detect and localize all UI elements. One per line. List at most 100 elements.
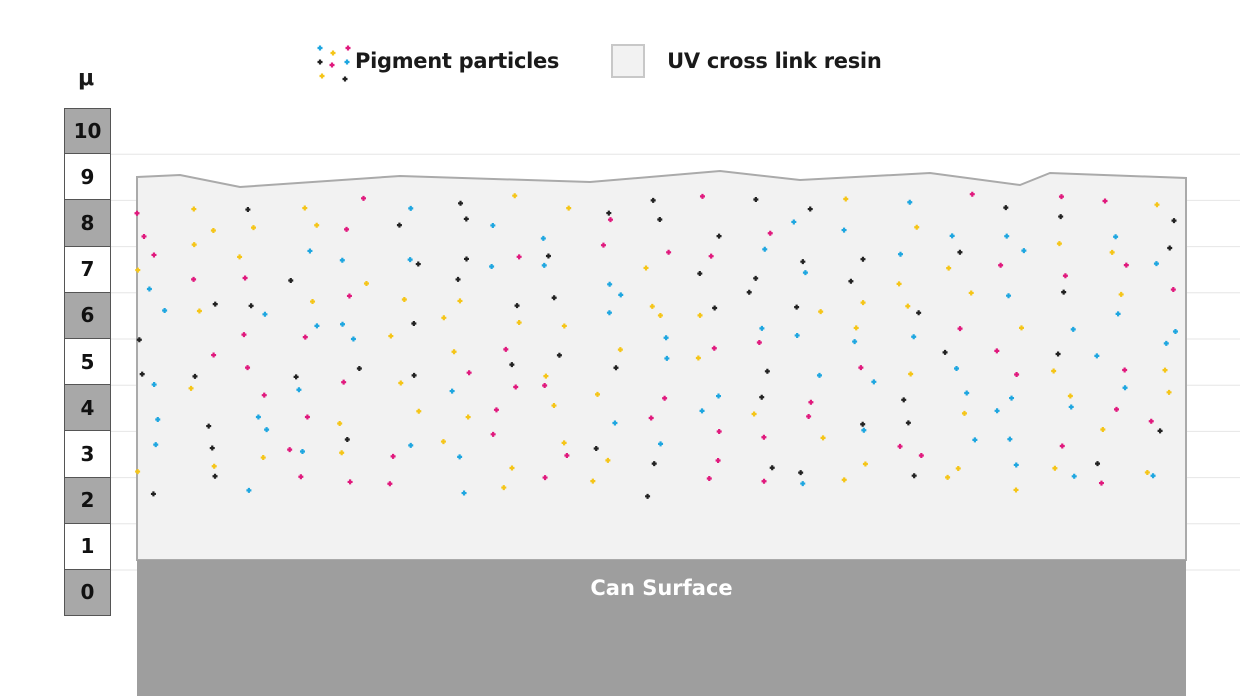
pigment-particle	[716, 233, 722, 239]
pigment-particle	[1007, 436, 1013, 442]
pigment-particle	[807, 206, 813, 212]
pigment-particle	[708, 253, 714, 259]
pigment-particle	[955, 465, 961, 471]
scale-tick: 10	[64, 108, 111, 155]
pigment-particle	[1144, 469, 1150, 475]
pigment-particle	[153, 442, 159, 448]
pigment-particle	[1166, 389, 1172, 395]
pigment-particle	[949, 233, 955, 239]
pigment-particle	[339, 450, 345, 456]
pigment-particle	[545, 253, 551, 259]
pigment-particle	[852, 339, 858, 345]
pigment-particle	[769, 465, 775, 471]
pigment-particle	[1071, 473, 1077, 479]
pigment-particle	[664, 355, 670, 361]
pigment-particle	[350, 336, 356, 342]
pigment-particle	[905, 420, 911, 426]
pigment-particle	[716, 429, 722, 435]
pigment-particle	[1004, 233, 1010, 239]
pigment-particle	[1006, 293, 1012, 299]
pigment-particle	[212, 301, 218, 307]
pigment-particle	[344, 437, 350, 443]
pigment-particle	[767, 230, 773, 236]
pigment-particle	[946, 265, 952, 271]
scale-tick: 7	[64, 246, 111, 293]
pigment-particle	[699, 193, 705, 199]
pigment-particle	[916, 310, 922, 316]
pigment-particle	[543, 373, 549, 379]
pigment-particle	[1051, 368, 1057, 374]
pigment-particle	[761, 434, 767, 440]
scale-tick: 2	[64, 477, 111, 524]
pigment-particle	[761, 478, 767, 484]
pigment-particle	[212, 473, 218, 479]
pigment-particle	[794, 332, 800, 338]
pigment-particle	[329, 62, 335, 68]
pigment-particle	[1014, 371, 1020, 377]
pigment-particle	[139, 371, 145, 377]
pigment-particle	[440, 439, 446, 445]
pigment-particle	[1059, 443, 1065, 449]
pigment-particle	[816, 372, 822, 378]
pigment-particle	[911, 334, 917, 340]
pigment-particle	[957, 249, 963, 255]
pigment-particle	[994, 408, 1000, 414]
pigment-particle	[1172, 329, 1178, 335]
pigment-particle	[1067, 393, 1073, 399]
pigment-particle	[411, 372, 417, 378]
pigment-particle	[1070, 326, 1076, 332]
pigment-particle	[860, 256, 866, 262]
pigment-particle	[345, 45, 351, 51]
pigment-particle	[1062, 273, 1068, 279]
scale-tick: 0	[64, 569, 111, 617]
pigment-particle	[302, 334, 308, 340]
pigment-particle	[304, 414, 310, 420]
pigment-particle	[415, 261, 421, 267]
scale-tick: 6	[64, 292, 111, 339]
pigment-particle	[347, 479, 353, 485]
legend-resin-label: UV cross link resin	[667, 49, 882, 73]
scale-tick: 3	[64, 431, 111, 478]
pigment-particle	[897, 443, 903, 449]
pigment-particle	[1170, 287, 1176, 293]
pigment-particle	[298, 474, 304, 480]
pigment-particle	[648, 415, 654, 421]
pigment-particle	[1013, 462, 1019, 468]
pigment-particle	[314, 323, 320, 329]
pigment-particle	[490, 431, 496, 437]
pigment-particle	[791, 219, 797, 225]
pigment-particle	[841, 227, 847, 233]
pigment-particle	[337, 420, 343, 426]
pigment-particle	[307, 248, 313, 254]
thickness-scale: 10 9 8 7 6 5 4 3 2 1 0	[64, 108, 111, 617]
can-surface	[137, 560, 1186, 696]
pigment-particle	[972, 437, 978, 443]
pigment-particle	[753, 275, 759, 281]
pigment-particle	[606, 210, 612, 216]
pigment-particle	[317, 45, 323, 51]
pigment-particle	[706, 475, 712, 481]
scale-tick: 9	[64, 154, 111, 201]
pigment-particle	[540, 235, 546, 241]
pigment-particle	[800, 481, 806, 487]
pigment-particle	[593, 445, 599, 451]
pigment-particle	[541, 262, 547, 268]
pigment-particle	[798, 470, 804, 476]
pigment-particle	[211, 463, 217, 469]
pigment-particle	[514, 303, 520, 309]
pigment-particle	[461, 490, 467, 496]
pigment-particle	[210, 227, 216, 233]
pigment-particle	[509, 362, 515, 368]
pigment-particle	[299, 449, 305, 455]
pigment-particle	[650, 197, 656, 203]
pigment-particle	[401, 296, 407, 302]
pigment-particle	[699, 408, 705, 414]
resin-swatch-icon	[611, 44, 646, 78]
pigment-particle	[908, 371, 914, 377]
pigment-particle	[458, 200, 464, 206]
pigment-particle	[590, 478, 596, 484]
pigment-particle	[407, 257, 413, 263]
pigment-particle	[1153, 261, 1159, 267]
pigment-particle	[408, 205, 414, 211]
pigment-particle	[759, 325, 765, 331]
